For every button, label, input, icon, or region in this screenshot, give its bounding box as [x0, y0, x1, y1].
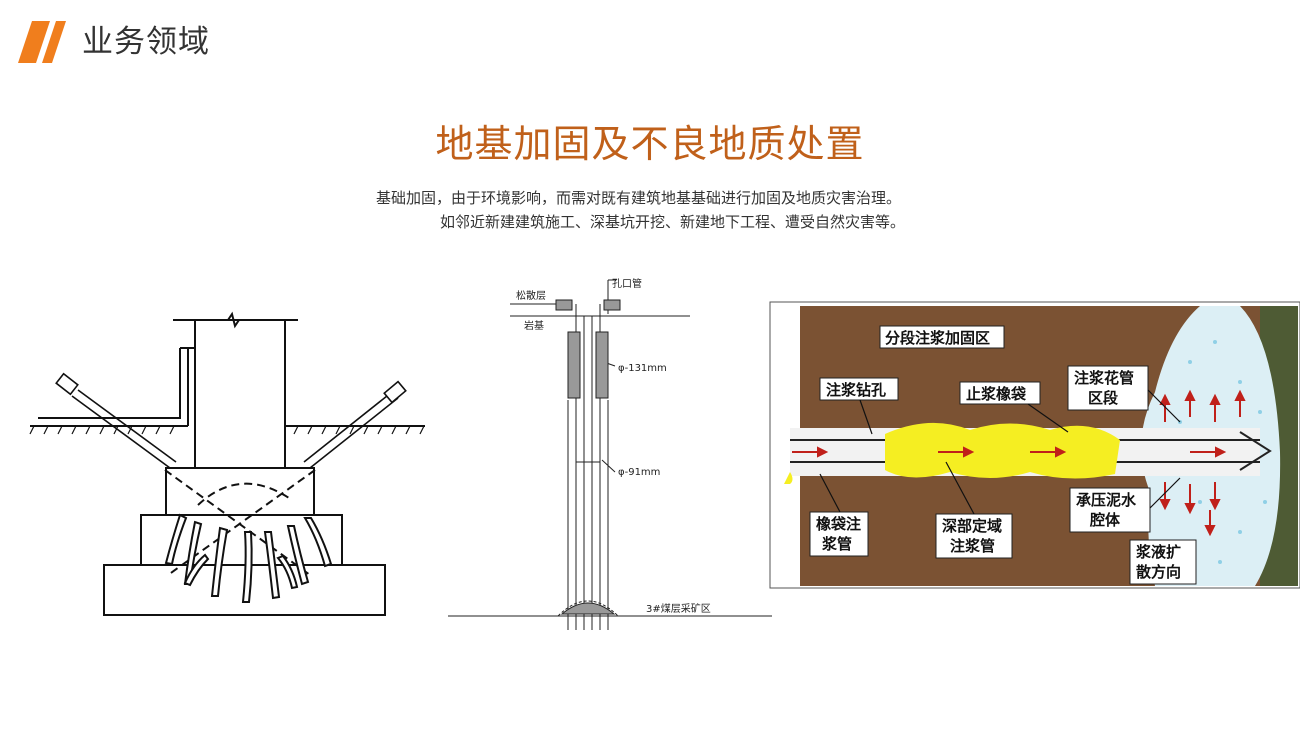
spread-label-1: 浆液扩 — [1136, 543, 1181, 561]
logo-slash-icon — [18, 21, 66, 63]
label-mining-area: 3#煤层采矿区 — [646, 602, 711, 615]
flower-pipe-label-2: 区段 — [1088, 389, 1118, 407]
spread-label-2: 散方向 — [1136, 563, 1181, 581]
segmented-grouting-diagram: 分段注浆加固区 注浆钻孔 止浆橡袋 注浆花管 区段 橡袋注 浆管 深部定域 注浆… — [769, 301, 1300, 589]
grout-hole-label: 注浆钻孔 — [826, 381, 886, 399]
bag-pipe-label-2: 浆管 — [822, 535, 852, 553]
grout-bag-label: 止浆橡袋 — [966, 385, 1027, 403]
page-title: 地基加固及不良地质处置 — [435, 122, 865, 166]
header-title: 业务领域 — [82, 24, 210, 60]
foundation-reinforcement-diagram — [29, 311, 425, 616]
label-diameter-91: φ-91mm — [618, 467, 660, 478]
deep-pipe-label-2: 注浆管 — [950, 537, 995, 555]
label-casing-pipe: 孔口管 — [612, 277, 642, 290]
mud-cavity-label-1: 承压泥水 — [1076, 491, 1137, 509]
description-line-1: 基础加固，由于环境影响，而需对既有建筑地基基础进行加固及地质灾害治理。 — [376, 189, 902, 207]
zone-label: 分段注浆加固区 — [885, 329, 990, 347]
deep-pipe-label-1: 深部定域 — [942, 517, 1002, 535]
borehole-section-diagram: 松散层 岩基 孔口管 φ-131mm φ-91mm 3#煤层采矿区 — [448, 277, 772, 630]
mud-cavity-label-2: 腔体 — [1089, 511, 1121, 529]
label-loose-layer: 松散层 — [516, 289, 546, 302]
flower-pipe-label-1: 注浆花管 — [1074, 369, 1134, 387]
label-diameter-131: φ-131mm — [618, 363, 667, 374]
description-line-2: 如邻近新建建筑施工、深基坑开挖、新建地下工程、遭受自然灾害等。 — [440, 213, 906, 231]
bag-pipe-label-1: 橡袋注 — [816, 515, 861, 533]
label-bedrock: 岩基 — [524, 319, 544, 332]
